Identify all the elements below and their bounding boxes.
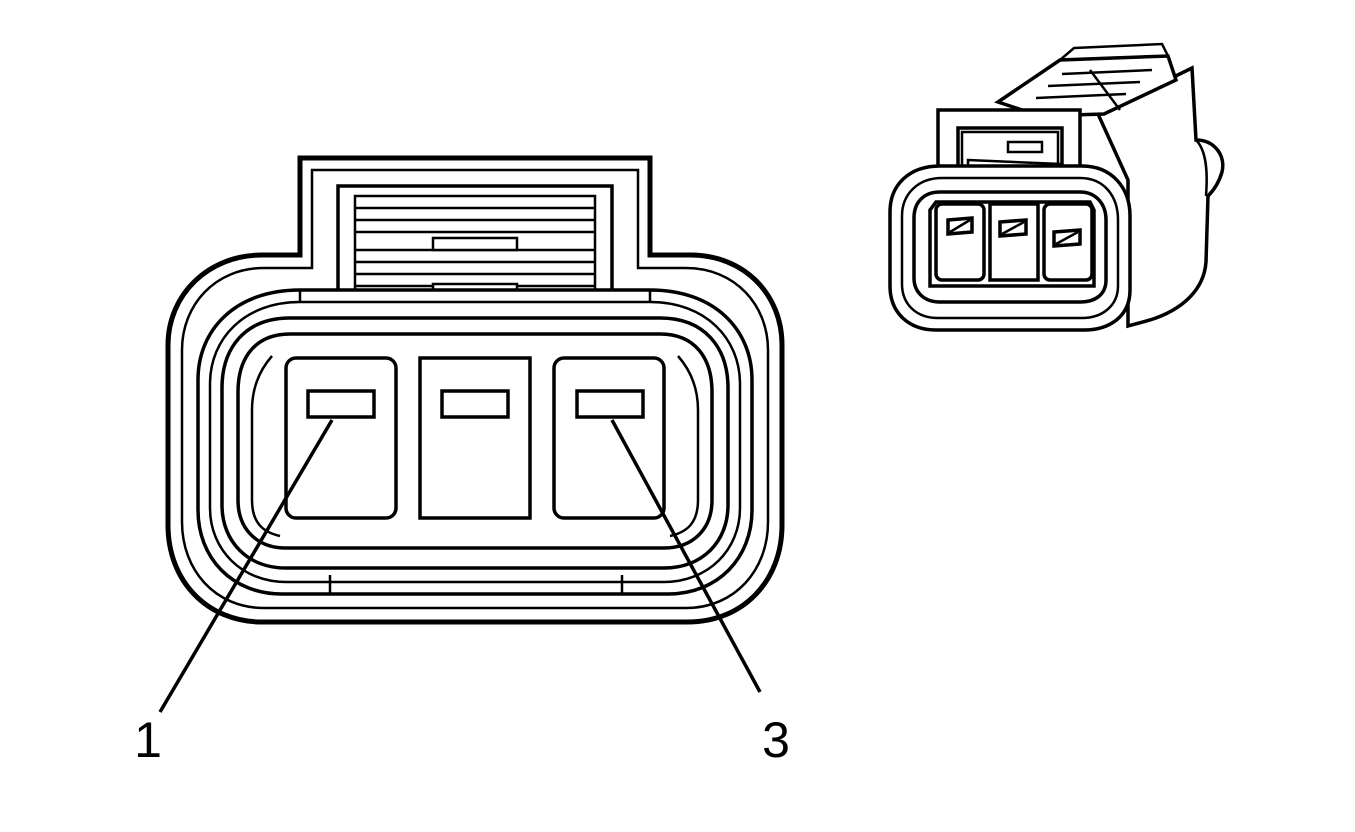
terminal-cavity-2: [418, 356, 532, 520]
terminal-cavity-1: [284, 356, 398, 520]
iso-terminal-cavity-2: [988, 202, 1040, 282]
leader-line-1: [158, 419, 334, 713]
terminal-slot-1: [306, 389, 376, 419]
connector-shell-inner-line: [180, 168, 770, 610]
leader-line-3: [610, 419, 762, 693]
connector-front-view: [165, 155, 785, 625]
seal-ring-inner: [220, 316, 730, 570]
terminal-slot-3: [575, 389, 645, 419]
seal-ring-middle: [208, 300, 742, 584]
iso-terminal-cavity-1: [934, 202, 986, 282]
terminal-slot-2: [440, 389, 510, 419]
lock-tab-latch-upper: [431, 236, 519, 252]
terminal-cavity-3: [552, 356, 666, 520]
connector-isometric-view: [888, 42, 1225, 332]
callout-label-1: 1: [134, 712, 162, 768]
callout-label-3: 3: [762, 712, 790, 768]
